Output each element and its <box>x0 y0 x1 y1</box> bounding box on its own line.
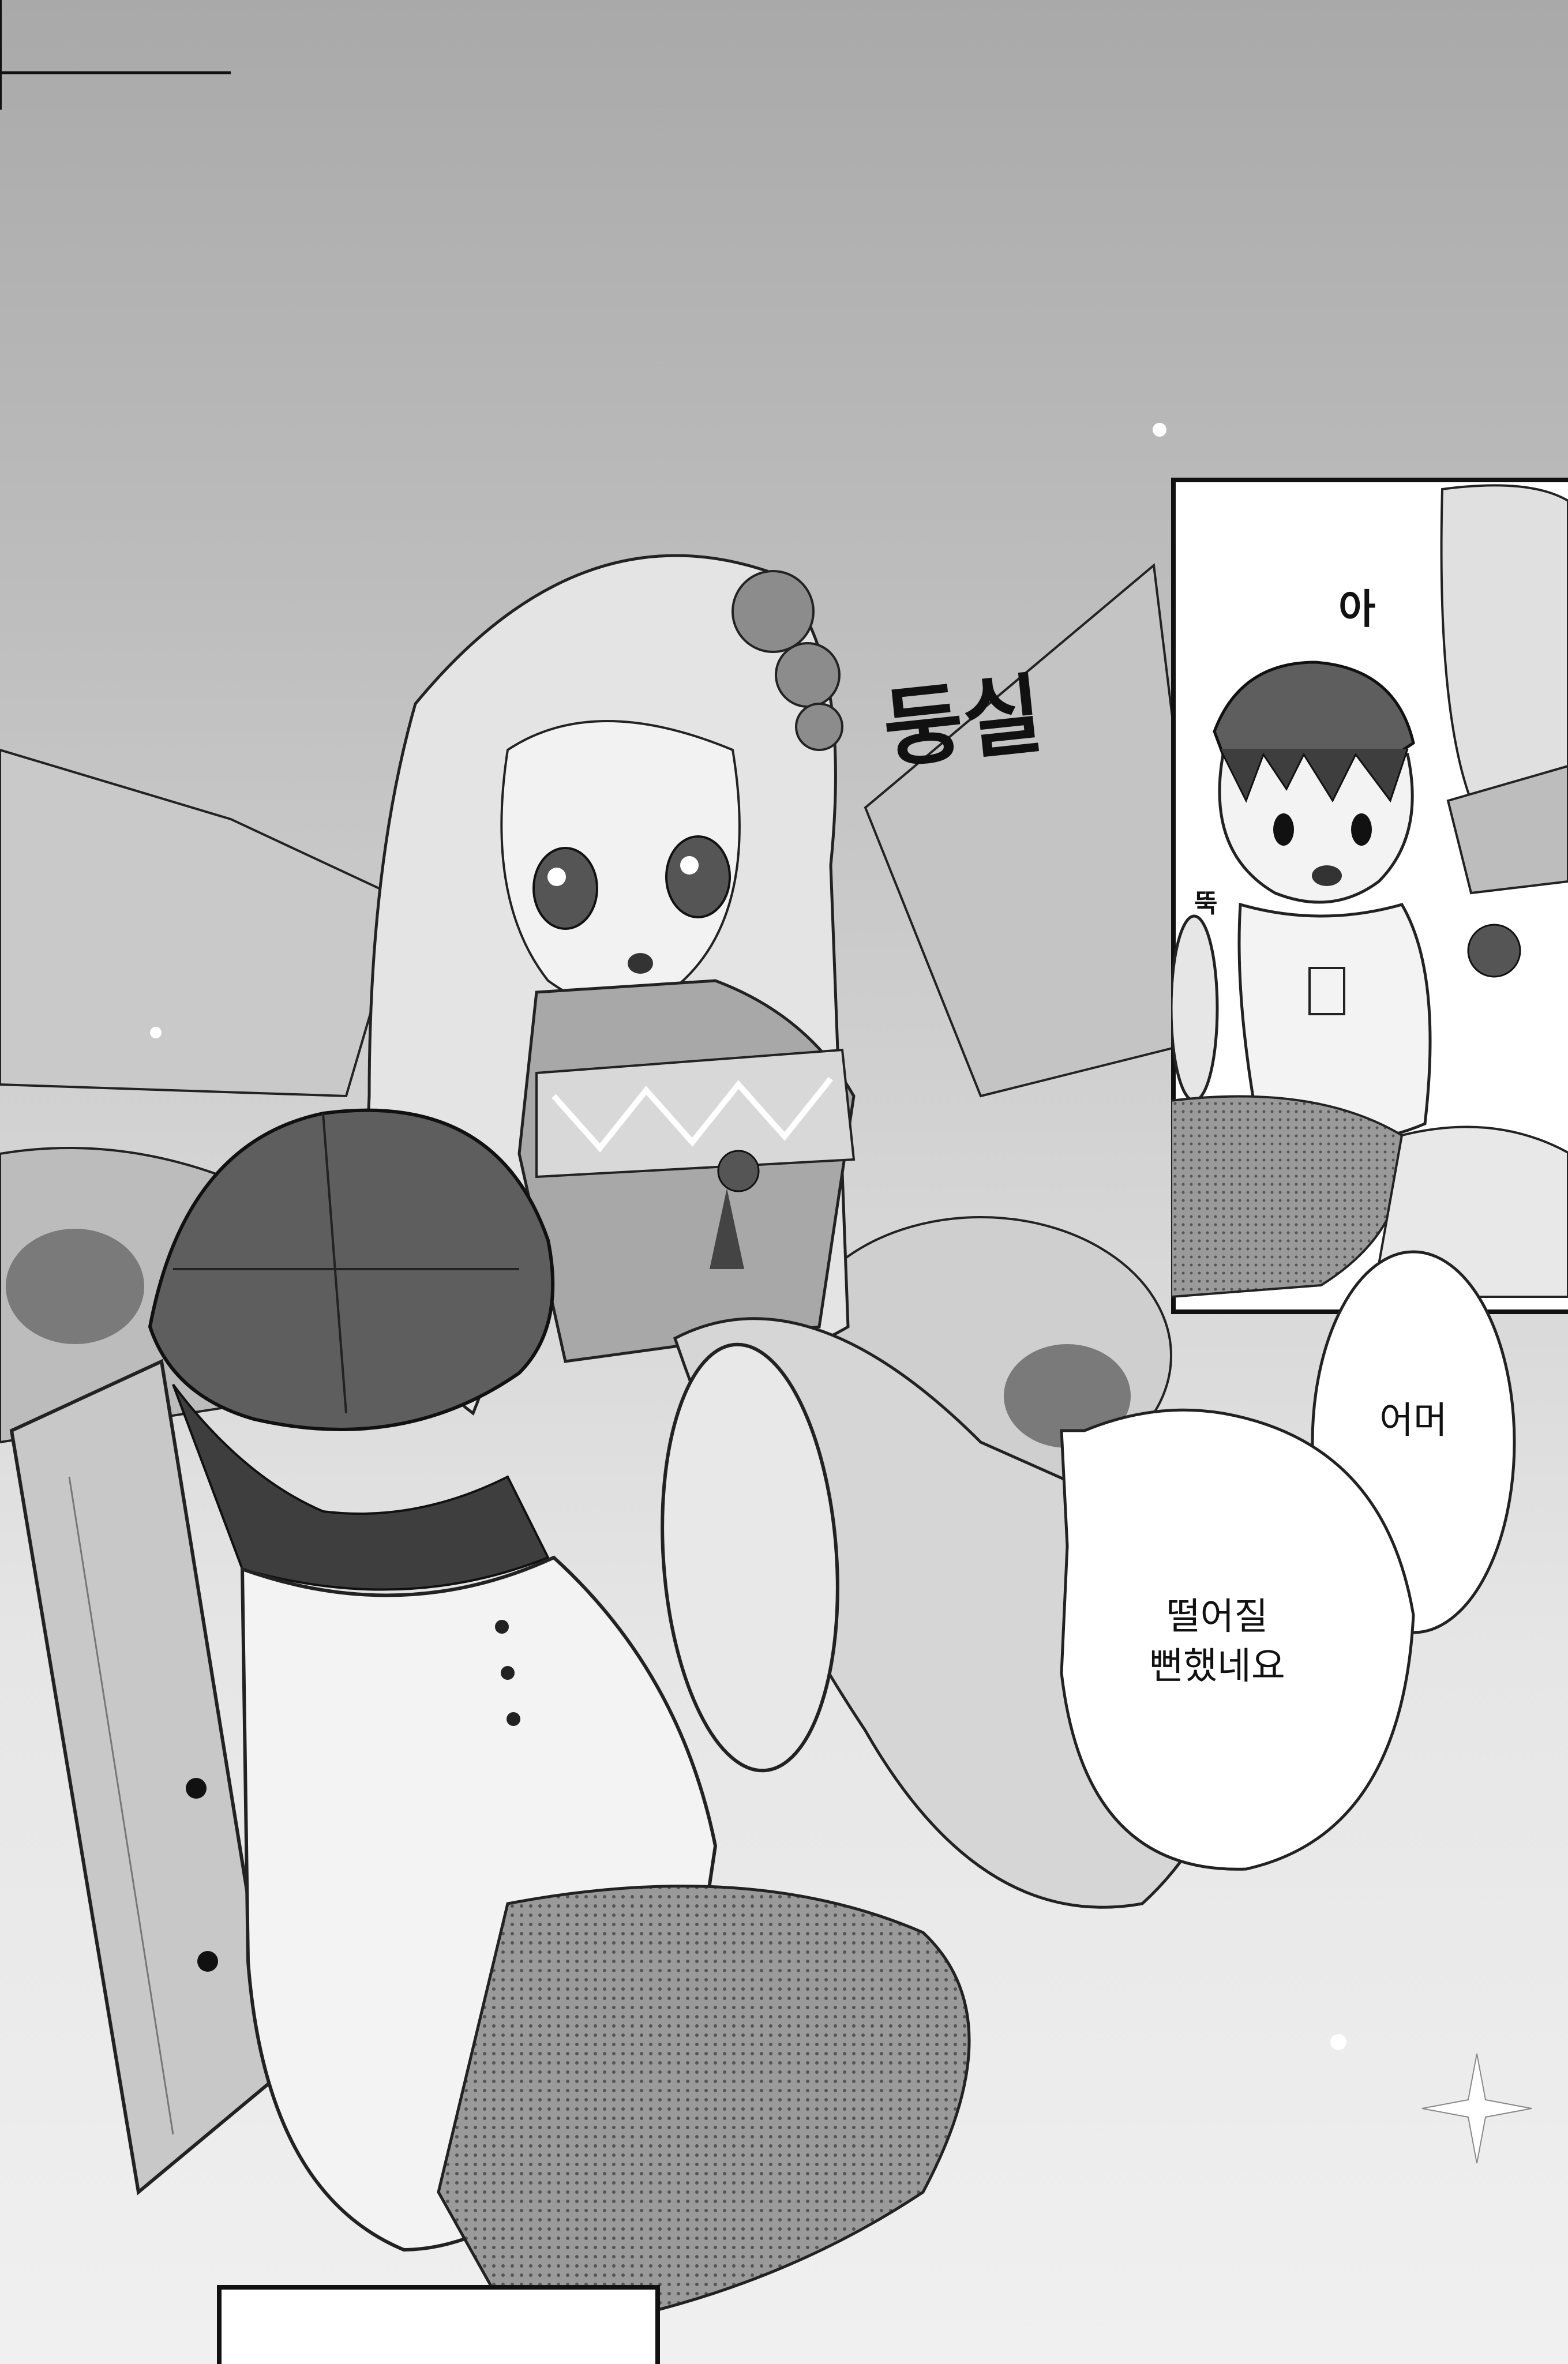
sfx-ttuk: 뚝 <box>1194 889 1218 918</box>
speech-bubble-eomeo: 어머 <box>1379 1399 1447 1442</box>
inset-panel <box>1171 478 1568 1314</box>
speech-bubble-falling-shape <box>1060 1408 1415 1871</box>
sfx-float: 둥실 <box>879 663 1048 781</box>
speech-bubble-almost-fell: 떨어질 뻔했네요 <box>1149 1596 1285 1688</box>
sfx-ah: 아 <box>1338 586 1376 633</box>
inset-panel-illustration <box>1171 478 1568 1314</box>
